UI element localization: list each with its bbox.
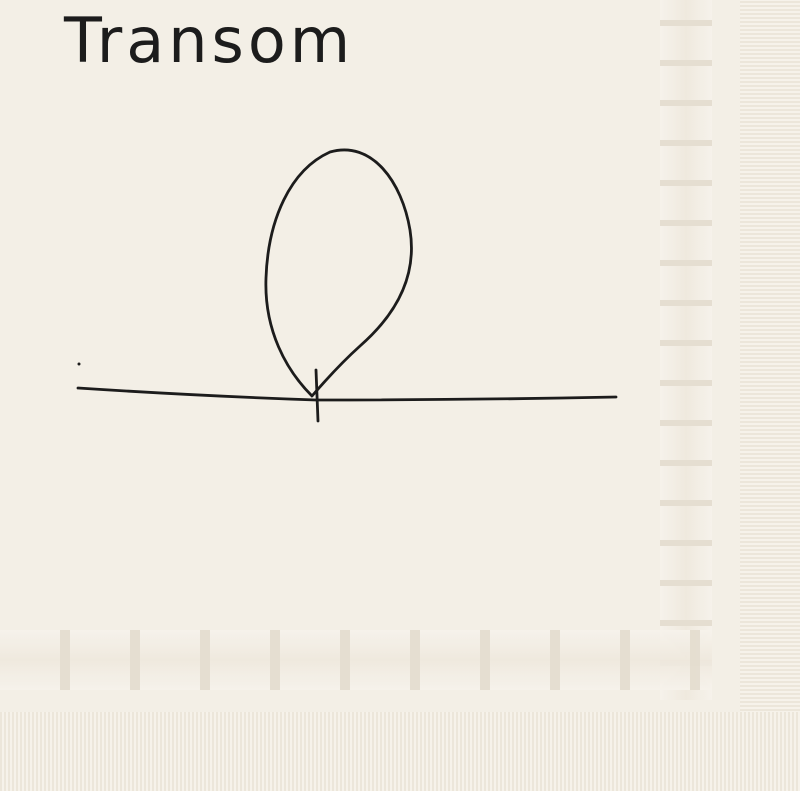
- horizon-line: [76, 386, 618, 402]
- diagram-title: Transom: [64, 4, 355, 77]
- embossed-border-right: [660, 0, 712, 700]
- loop-curve: [264, 148, 413, 398]
- ink-dot: [77, 362, 81, 366]
- ribbed-edge-right: [740, 0, 800, 791]
- vertical-tick: [314, 368, 320, 423]
- embossed-border-bottom: [0, 630, 712, 690]
- ribbed-edge-bottom: [0, 712, 800, 791]
